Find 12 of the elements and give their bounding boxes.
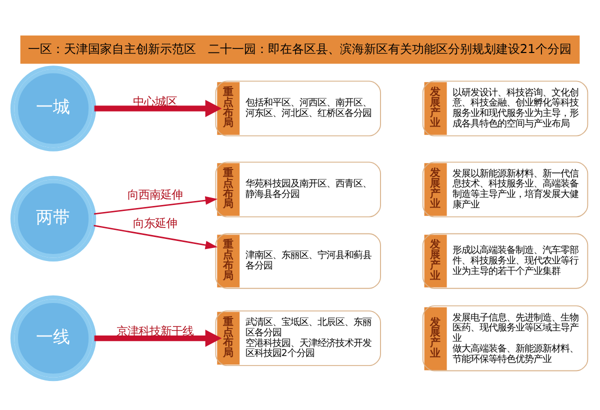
arrow [94, 99, 222, 117]
node-circle: 两带 [10, 175, 96, 262]
arrow [94, 224, 218, 249]
edge-label: 向西南延伸 [127, 188, 182, 202]
node-circle: 一城 [10, 65, 96, 151]
edge-label: 京津科技新干线 [116, 324, 194, 338]
arrow [94, 329, 222, 346]
edge-label: 向东延伸 [132, 216, 177, 230]
arrow [94, 196, 218, 214]
edge-label: 中心城区 [132, 94, 177, 108]
diagram-title: 一区：天津国家自主创新示范区 二十一园：即在各区县、滨海新区有关功能区分别规划建设21个分园 [28, 41, 572, 56]
node-circle: 一线 [10, 294, 96, 381]
